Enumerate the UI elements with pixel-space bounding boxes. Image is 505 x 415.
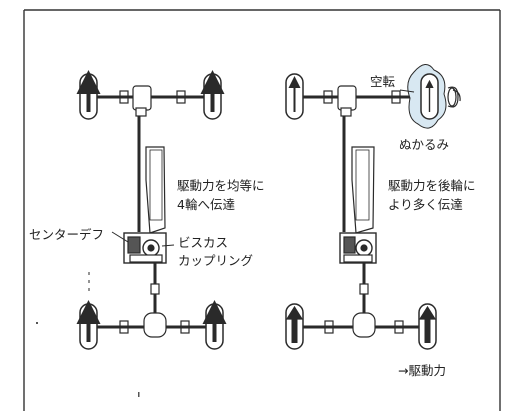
right-center-diff [339,232,377,264]
center-diff-label: センターデフ [29,227,105,242]
right-rear-right-wheel [418,303,437,350]
right-transmission [351,146,375,234]
mud-label: ぬかるみ [399,137,450,152]
left-front-right-wheel [200,70,225,120]
scan-marks [36,322,140,397]
left-center-diff [123,232,167,264]
right-drivetrain [285,64,461,350]
left-front-left-wheel [76,70,101,120]
left-caption-line-1: 駆動力を均等に [177,178,265,193]
right-front-axle [303,85,421,117]
right-rear-left-wheel [285,303,304,350]
right-caption-line-1: 駆動力を後輪に [388,178,476,193]
right-front-right-wheel-in-mud [407,64,447,129]
viscous-label-line-1: ビスカス [178,235,229,250]
drive-force-legend: →駆動力 [398,363,446,378]
left-caption-line-2: 4輪へ伝達 [177,197,235,212]
viscous-label-line-2: カップリング [178,253,254,268]
spinning-wheel-icon [447,86,461,108]
right-caption-line-2: より多く伝達 [388,197,463,212]
left-drivetrain [76,70,227,350]
center-diff-leader [111,231,129,243]
left-transmission [145,146,166,234]
right-front-left-wheel [285,73,304,120]
spin-leader [399,89,415,93]
spin-label: 空転 [370,74,396,89]
left-front-axle [97,85,204,117]
right-rear-axle [303,312,419,338]
left-rear-axle [97,312,206,338]
left-rear-right-wheel [202,300,227,350]
left-rear-left-wheel [76,300,101,350]
viscous-leader [161,244,175,247]
page-frame [23,9,501,411]
